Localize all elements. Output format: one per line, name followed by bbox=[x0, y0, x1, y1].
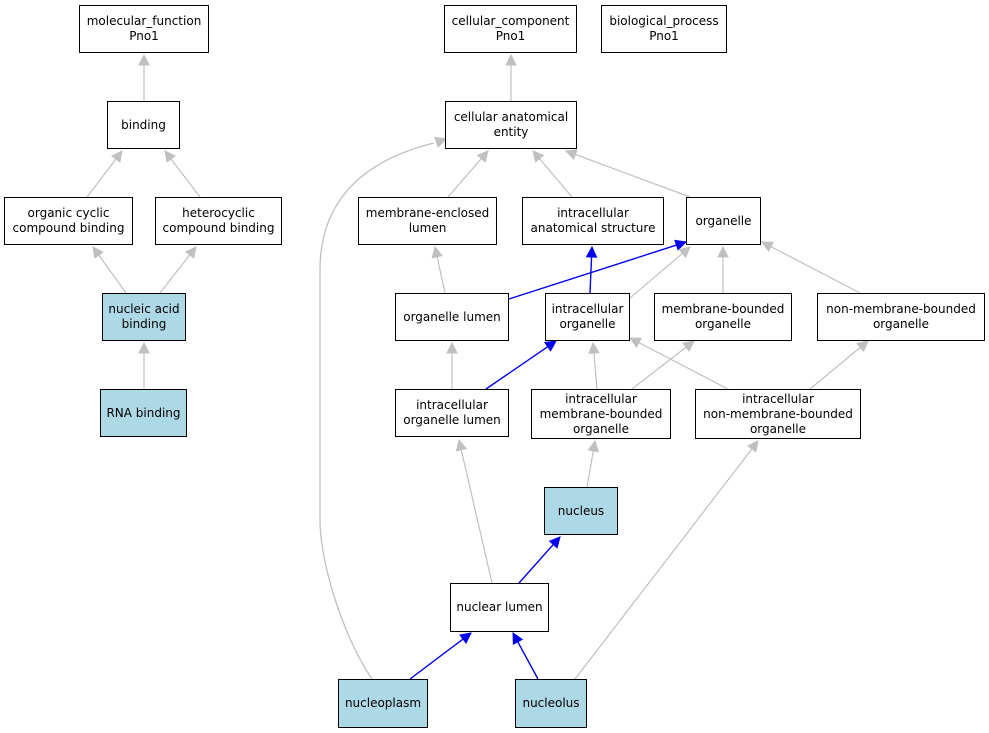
edge-intracellular-anatomical-structure-to-cellular-anatomical-entity-arrow bbox=[532, 150, 545, 163]
edge-cellular-anatomical-entity-to-cellular-component-arrow bbox=[505, 53, 517, 66]
edge-nucleoplasm-to-nuclear-lumen bbox=[409, 638, 464, 680]
edge-heterocyclic-compound-binding-to-binding-arrow bbox=[164, 150, 176, 163]
node-membrane-bounded-organelle[interactable]: membrane-bounded organelle bbox=[654, 293, 792, 341]
node-binding[interactable]: binding bbox=[107, 101, 180, 149]
node-rna-binding[interactable]: RNA binding bbox=[100, 389, 187, 437]
edge-nucleic-acid-binding-to-organic-cyclic-compound-binding bbox=[98, 254, 127, 294]
edge-intracellular-organelle-to-organelle bbox=[629, 253, 683, 299]
node-organelle-lumen[interactable]: organelle lumen bbox=[395, 293, 509, 341]
edge-nucleoplasm-to-nuclear-lumen-arrow bbox=[459, 632, 472, 644]
edge-nucleolus-to-intracellular-non-membrane-bounded-organelle bbox=[574, 448, 753, 680]
edge-rna-binding-to-nucleic-acid-binding-arrow bbox=[138, 341, 150, 354]
edge-intracellular-organelle-lumen-to-intracellular-organelle bbox=[485, 346, 549, 390]
edge-intracellular-membrane-bounded-organelle-to-intracellular-organelle-arrow bbox=[588, 341, 600, 354]
node-nuclear-lumen[interactable]: nuclear lumen bbox=[450, 583, 549, 632]
node-molecular-function[interactable]: molecular_function Pno1 bbox=[79, 5, 209, 53]
edge-intracellular-organelle-to-organelle-arrow bbox=[678, 246, 691, 259]
node-nucleus[interactable]: nucleus bbox=[544, 487, 618, 535]
edge-organelle-to-cellular-anatomical-entity-arrow bbox=[564, 149, 578, 161]
edge-membrane-enclosed-lumen-to-cellular-anatomical-entity bbox=[447, 158, 482, 198]
edge-organic-cyclic-compound-binding-to-binding-arrow bbox=[111, 150, 123, 163]
edge-nuclear-lumen-to-intracellular-organelle-lumen-arrow bbox=[455, 438, 468, 452]
node-nucleic-acid-binding[interactable]: nucleic acid binding bbox=[102, 293, 186, 341]
node-nucleolus[interactable]: nucleolus bbox=[515, 679, 587, 728]
node-nucleoplasm[interactable]: nucleoplasm bbox=[338, 679, 428, 728]
edge-nuclear-lumen-to-nucleus bbox=[518, 543, 554, 584]
edge-intracellular-membrane-bounded-organelle-to-membrane-bounded-organelle bbox=[631, 346, 687, 390]
edge-intracellular-membrane-bounded-organelle-to-intracellular-organelle bbox=[593, 352, 598, 390]
edge-intracellular-membrane-bounded-organelle-to-membrane-bounded-organelle-arrow bbox=[682, 340, 695, 353]
edge-organelle-lumen-to-membrane-enclosed-lumen-arrow bbox=[431, 245, 443, 259]
edge-nucleolus-to-intracellular-non-membrane-bounded-organelle-arrow bbox=[746, 440, 759, 453]
edge-nucleus-to-intracellular-membrane-bounded-organelle bbox=[586, 450, 594, 488]
edge-nuclear-lumen-to-intracellular-organelle-lumen bbox=[460, 449, 493, 584]
edge-intracellular-organelle-lumen-to-intracellular-organelle-arrow bbox=[544, 340, 557, 352]
edge-nucleoplasm-to-cellular-anatomical-entity-arrow bbox=[434, 136, 448, 148]
edge-intracellular-non-membrane-bounded-organelle-to-non-membrane-bounded-organelle bbox=[809, 346, 861, 390]
node-non-membrane-bounded-organelle[interactable]: non-membrane-bounded organelle bbox=[817, 293, 985, 341]
edge-nucleic-acid-binding-to-heterocyclic-compound-binding-arrow bbox=[184, 246, 197, 259]
node-intracellular-organelle[interactable]: intracellular organelle bbox=[545, 293, 630, 341]
edge-heterocyclic-compound-binding-to-binding bbox=[170, 158, 201, 198]
edge-organelle-to-cellular-anatomical-entity bbox=[575, 153, 691, 198]
node-membrane-enclosed-lumen[interactable]: membrane-enclosed lumen bbox=[358, 197, 497, 245]
node-cellular-anatomical-entity[interactable]: cellular anatomical entity bbox=[445, 101, 577, 149]
edge-intracellular-anatomical-structure-to-cellular-anatomical-entity bbox=[539, 158, 573, 198]
node-intracellular-non-membrane-bounded-organelle[interactable]: intracellular non-membrane-bounded organ… bbox=[695, 389, 861, 439]
node-organelle[interactable]: organelle bbox=[686, 197, 761, 245]
edge-intracellular-non-membrane-bounded-organelle-to-non-membrane-bounded-organelle-arrow bbox=[856, 340, 869, 353]
edge-intracellular-organelle-lumen-to-organelle-lumen-arrow bbox=[446, 341, 458, 354]
edge-nucleolus-to-nuclear-lumen bbox=[517, 641, 539, 680]
edge-organelle-lumen-to-membrane-enclosed-lumen bbox=[436, 256, 446, 294]
edge-intracellular-non-membrane-bounded-organelle-to-intracellular-organelle bbox=[638, 342, 729, 390]
edge-nucleoplasm-to-cellular-anatomical-entity bbox=[319, 142, 435, 680]
node-intracellular-organelle-lumen[interactable]: intracellular organelle lumen bbox=[395, 389, 509, 437]
edge-non-membrane-bounded-organelle-to-organelle bbox=[770, 246, 861, 294]
node-intracellular-membrane-bounded-organelle[interactable]: intracellular membrane-bounded organelle bbox=[531, 389, 671, 439]
node-cellular-component[interactable]: cellular_component Pno1 bbox=[444, 5, 577, 53]
edge-organelle-lumen-to-organelle bbox=[508, 244, 677, 300]
node-heterocyclic-compound-binding[interactable]: heterocyclic compound binding bbox=[155, 197, 282, 245]
edge-binding-to-molecular-function-arrow bbox=[138, 53, 150, 66]
edge-intracellular-organelle-to-intracellular-anatomical-structure bbox=[589, 256, 593, 294]
edge-intracellular-organelle-to-intracellular-anatomical-structure-arrow bbox=[585, 245, 598, 258]
edge-membrane-enclosed-lumen-to-cellular-anatomical-entity-arrow bbox=[476, 150, 489, 163]
node-organic-cyclic-compound-binding[interactable]: organic cyclic compound binding bbox=[4, 197, 133, 245]
edge-organic-cyclic-compound-binding-to-binding bbox=[86, 158, 117, 198]
edge-nucleic-acid-binding-to-heterocyclic-compound-binding bbox=[159, 254, 191, 294]
node-biological-process[interactable]: biological_process Pno1 bbox=[601, 5, 727, 53]
edge-nucleus-to-intracellular-membrane-bounded-organelle-arrow bbox=[587, 439, 599, 453]
node-intracellular-anatomical-structure[interactable]: intracellular anatomical structure bbox=[522, 197, 664, 245]
edge-nucleic-acid-binding-to-organic-cyclic-compound-binding-arrow bbox=[92, 246, 104, 259]
edge-membrane-bounded-organelle-to-organelle-arrow bbox=[717, 245, 729, 258]
